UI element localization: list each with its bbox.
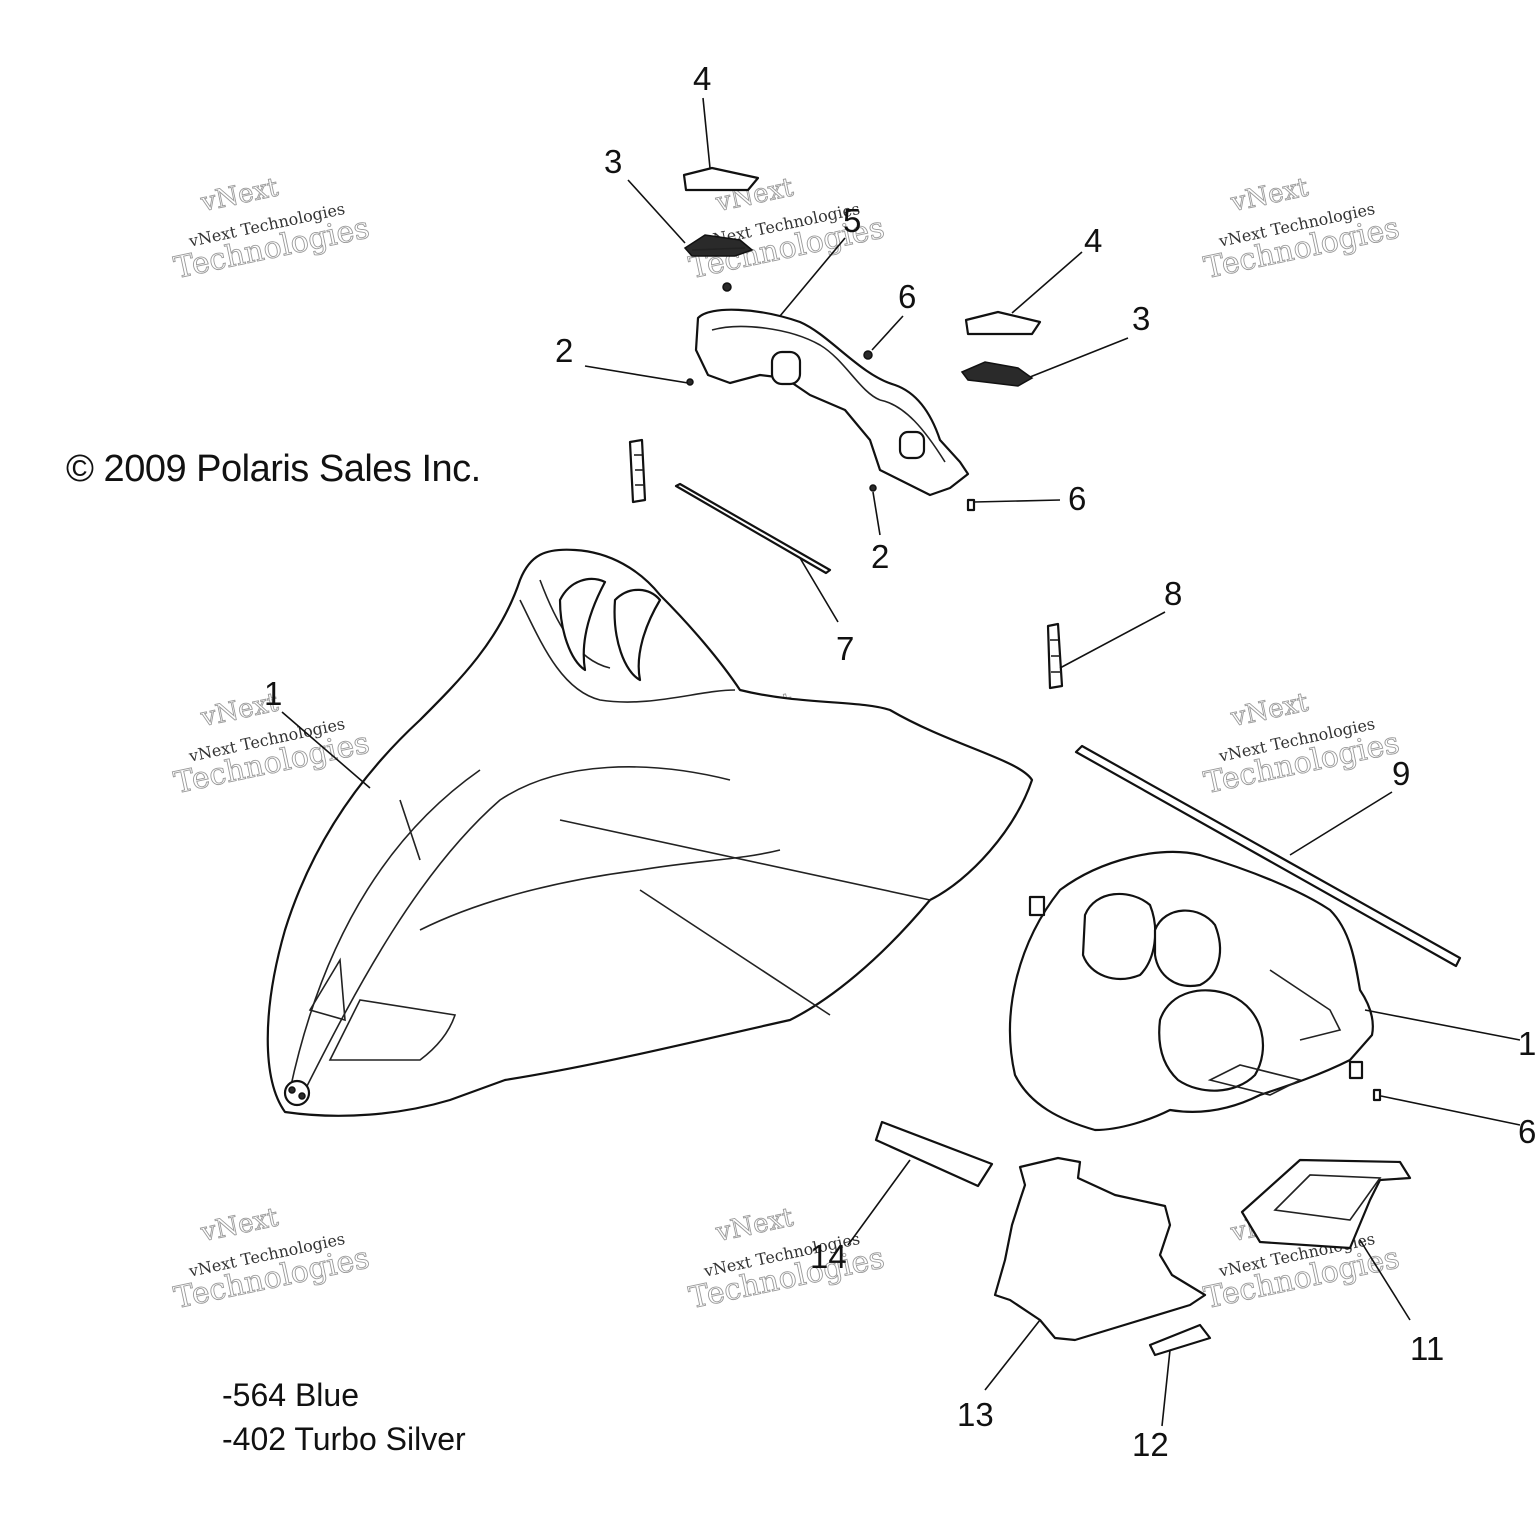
variant-blue: -564 Blue <box>222 1377 359 1413</box>
callout-3: 3 <box>1132 300 1150 337</box>
screw <box>966 498 976 512</box>
part-14-pad <box>874 1120 994 1188</box>
callout-6: 6 <box>1518 1113 1536 1150</box>
svg-text:vNext: vNext <box>713 1202 797 1248</box>
part-12-small-pad <box>1148 1323 1212 1357</box>
watermark: vNext vNext Technologies Technologies <box>171 172 373 287</box>
svg-text:vNext: vNext <box>198 1202 282 1248</box>
leader-lines <box>281 97 1521 1427</box>
callout-13: 13 <box>957 1396 994 1433</box>
part-1-hood <box>266 548 1034 1117</box>
part-8-clip-right <box>1046 622 1064 690</box>
svg-text:vNext: vNext <box>1228 172 1312 218</box>
callout-2: 2 <box>555 332 573 369</box>
screw <box>722 282 732 292</box>
color-variants: -564 Blue -402 Turbo Silver <box>222 1373 466 1461</box>
callout-14: 14 <box>810 1238 847 1275</box>
part-8-clip-left <box>628 438 647 504</box>
copyright-notice: © 2009 Polaris Sales Inc. <box>66 448 481 490</box>
watermark: vNext vNext Technologies Technologies <box>686 1202 888 1317</box>
part-5-dash-bracket <box>694 308 970 497</box>
svg-text:vNext: vNext <box>198 172 282 218</box>
screw <box>863 350 873 360</box>
callouts: 4 3 5 4 6 3 2 6 2 8 7 1 9 1 6 14 11 13 1… <box>264 60 1536 1463</box>
part-4-pad-upper <box>682 166 760 192</box>
callout-7: 7 <box>836 630 854 667</box>
callout-1: 1 <box>264 675 282 712</box>
callout-9: 9 <box>1392 755 1410 792</box>
callout-3: 3 <box>604 143 622 180</box>
callout-1-right: 1 <box>1518 1025 1536 1062</box>
callout-2: 2 <box>871 538 889 575</box>
svg-text:vNext: vNext <box>1228 687 1312 733</box>
screw <box>1372 1088 1382 1102</box>
watermark: vNext vNext Technologies Technologies <box>1201 172 1403 287</box>
part-7-strip <box>674 482 832 575</box>
callout-4: 4 <box>1084 222 1102 259</box>
part-3-bracket-right <box>960 361 1034 387</box>
screw <box>686 378 694 386</box>
callout-6: 6 <box>1068 480 1086 517</box>
watermark: vNext vNext Technologies Technologies <box>171 1202 373 1317</box>
part-13-shield <box>993 1156 1207 1342</box>
part-9-long-strip <box>1074 744 1462 968</box>
part-11-tray <box>1240 1158 1412 1250</box>
callout-8: 8 <box>1164 575 1182 612</box>
callout-12: 12 <box>1132 1426 1169 1463</box>
variant-turbo-silver: -402 Turbo Silver <box>222 1421 466 1457</box>
callout-6: 6 <box>898 278 916 315</box>
part-4-pad-right <box>964 310 1042 336</box>
callout-4: 4 <box>693 60 711 97</box>
callout-11: 11 <box>1410 1330 1444 1367</box>
part-3-bracket-upper <box>683 234 754 257</box>
screw <box>869 484 877 492</box>
callout-5: 5 <box>843 202 861 239</box>
part-10-gauge-pod <box>1008 850 1374 1132</box>
watermark: vNext vNext Technologies Technologies <box>1201 687 1403 802</box>
